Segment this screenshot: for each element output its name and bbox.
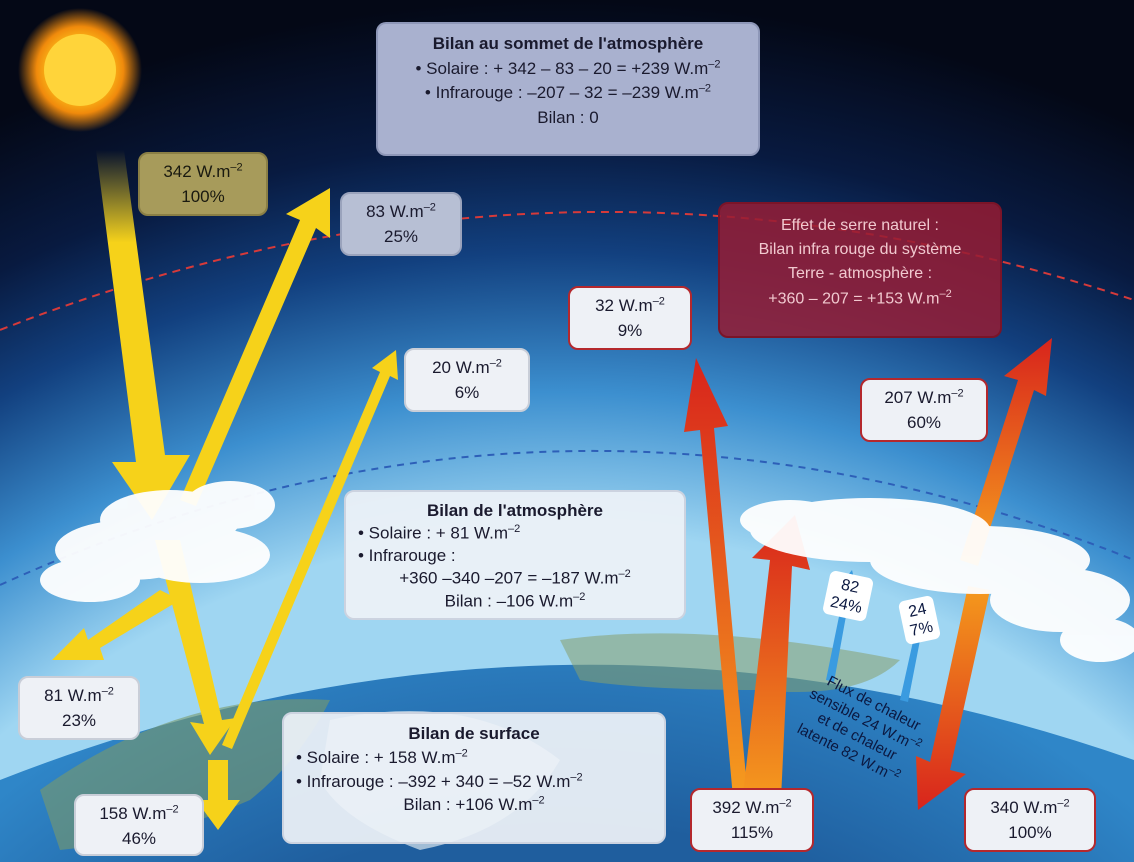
reflected-surface-pct: 6% — [454, 382, 480, 402]
incoming-solar-flux: 342 W.m–2 — [163, 161, 243, 181]
reflected-cloud-value-box: 83 W.m–2 25% — [340, 192, 462, 256]
incoming-solar-arrow — [96, 150, 190, 520]
reflected-surface-flux: 20 W.m–2 — [432, 357, 502, 377]
back-radiation-arrow — [916, 586, 990, 810]
greenhouse-line4: +360 – 207 = +153 W.m–2 — [768, 288, 952, 308]
back-radiation-pct: 100% — [1008, 822, 1052, 842]
ir-atmosphere-to-space-pct: 60% — [906, 412, 942, 432]
latent-heat-arrow — [826, 570, 858, 682]
sun-icon — [44, 34, 116, 106]
ir-surface-to-space-arrow — [684, 358, 750, 820]
ir-surface-to-space-pct: 9% — [617, 320, 643, 340]
ir-surface-to-space-value-box: 32 W.m–2 9% — [568, 286, 692, 350]
ir-surface-to-space-flux: 32 W.m–2 — [595, 295, 665, 315]
greenhouse-line3: Terre - atmosphère : — [787, 265, 933, 282]
surface-balance-title: Bilan de surface — [408, 724, 540, 743]
absorbed-atmosphere-value-box: 81 W.m–2 23% — [18, 676, 140, 740]
to-surface-arrow — [155, 540, 236, 755]
reflected-surface-arrow — [222, 350, 398, 749]
atmosphere-balance-title: Bilan de l'atmosphère — [427, 501, 603, 520]
back-radiation-flux: 340 W.m–2 — [990, 797, 1070, 817]
left-cloud — [40, 481, 275, 602]
atmosphere-balance-box: Bilan de l'atmosphère • Solaire : + 81 W… — [344, 490, 686, 620]
surface-emission-pct: 115% — [730, 822, 774, 842]
absorbed-atmosphere-flux: 81 W.m–2 — [44, 685, 114, 705]
ir-atmosphere-to-space-value-box: 207 W.m–2 60% — [860, 378, 988, 442]
surface-emission-flux: 392 W.m–2 — [712, 797, 792, 817]
absorbed-surface-flux: 158 W.m–2 — [99, 803, 179, 823]
incoming-solar-pct: 100% — [181, 186, 225, 206]
top-balance-total: Bilan : 0 — [537, 107, 599, 127]
atmosphere-balance-solar: • Solaire : + 81 W.m–2 — [358, 523, 521, 543]
back-radiation-value-box: 340 W.m–2 100% — [964, 788, 1096, 852]
surface-emission-value-box: 392 W.m–2 115% — [690, 788, 814, 852]
surface-balance-total: Bilan : +106 W.m–2 — [403, 794, 545, 815]
sensible-heat-pct: 7% — [908, 618, 935, 641]
greenhouse-effect-box: Effet de serre naturel : Bilan infra rou… — [718, 202, 1002, 338]
reflected-cloud-arrow — [180, 188, 330, 506]
atmosphere-balance-infrared-label: • Infrarouge : — [358, 545, 456, 565]
absorbed-surface-pct: 46% — [121, 828, 157, 848]
absorbed-atmosphere-pct: 23% — [61, 710, 97, 730]
top-balance-title: Bilan au sommet de l'atmosphère — [432, 34, 704, 53]
reflected-cloud-pct: 25% — [383, 226, 419, 246]
ir-atmosphere-to-space-flux: 207 W.m–2 — [884, 387, 964, 407]
surface-emission-arrow — [740, 515, 810, 820]
reflected-cloud-flux: 83 W.m–2 — [366, 201, 436, 221]
top-of-atmosphere-balance-box: Bilan au sommet de l'atmosphère • Solair… — [376, 22, 760, 156]
greenhouse-line1: Effet de serre naturel : — [780, 217, 939, 234]
greenhouse-line2: Bilan infra rouge du système — [758, 241, 962, 258]
atmosphere-balance-total: Bilan : –106 W.m–2 — [444, 590, 586, 611]
top-balance-solar: • Solaire : + 342 – 83 – 20 = +239 W.m–2 — [415, 57, 721, 78]
right-cloud — [740, 498, 1134, 662]
tropopause-line — [0, 449, 1134, 586]
surface-balance-infrared: • Infrarouge : –392 + 340 = –52 W.m–2 — [296, 770, 583, 791]
top-balance-infrared: • Infrarouge : –207 – 32 = –239 W.m–2 — [424, 82, 712, 103]
surface-balance-box: Bilan de surface • Solaire : + 158 W.m–2… — [282, 712, 666, 844]
absorbed-surface-arrow — [196, 760, 240, 830]
latent-heat-tag: 82 24% — [821, 569, 875, 623]
absorbed-atmosphere-arrow — [52, 590, 180, 660]
reflected-surface-value-box: 20 W.m–2 6% — [404, 348, 530, 412]
incoming-solar-value-box: 342 W.m–2 100% — [138, 152, 268, 216]
surface-balance-solar: • Solaire : + 158 W.m–2 — [296, 747, 468, 767]
ir-atmosphere-to-space-arrow — [960, 338, 1052, 566]
absorbed-surface-value-box: 158 W.m–2 46% — [74, 794, 204, 856]
atmosphere-balance-infrared-calc: +360 –340 –207 = –187 W.m–2 — [399, 567, 631, 588]
